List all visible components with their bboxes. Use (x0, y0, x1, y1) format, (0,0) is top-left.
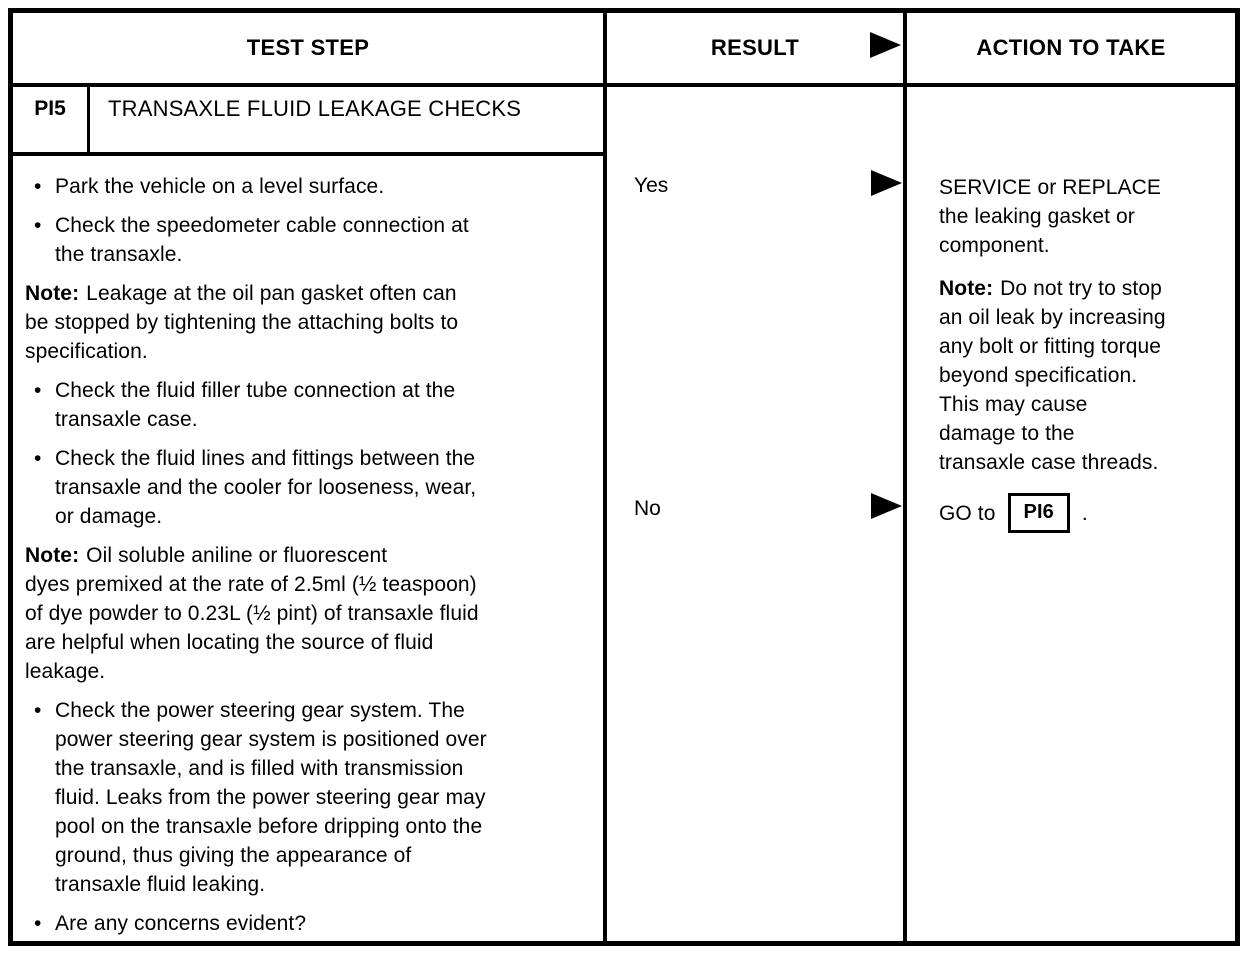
text-line: dyes premixed at the rate of 2.5ml (½ te… (25, 573, 477, 596)
note-label: Note: (25, 544, 80, 567)
text-line: or damage. (55, 505, 163, 528)
note-label: Note: (939, 277, 994, 300)
text-line: Note:Leakage at the oil pan gasket often… (25, 282, 457, 305)
text-line: power steering gear system is positioned… (55, 728, 487, 751)
text-line: Check the speedometer cable connection a… (55, 214, 469, 237)
action-service-text: SERVICE or REPLACE the leaking gasket or… (939, 173, 1225, 260)
text-line: transaxle case threads. (939, 451, 1159, 474)
result-arrow-icon (871, 169, 902, 202)
note-label: Note: (25, 282, 80, 305)
column-header-action-to-take: ACTION TO TAKE (907, 13, 1235, 87)
text-line: Check the fluid lines and fittings betwe… (55, 447, 476, 470)
bullet-item: • Park the vehicle on a level surface. (25, 172, 597, 201)
text-line: fluid. Leaks from the power steering gea… (55, 786, 486, 809)
goto-period: . (1081, 501, 1088, 525)
text-line: pool on the transaxle before dripping on… (55, 815, 483, 838)
bullet-item: • Check the fluid lines and fittings bet… (25, 444, 597, 531)
text-line: Are any concerns evident? (55, 912, 307, 935)
note-paragraph: Note:Leakage at the oil pan gasket often… (25, 279, 597, 366)
bullet-item: • Check the fluid filler tube connection… (25, 376, 597, 434)
goto-text: GO to (939, 501, 996, 525)
text-line: the transaxle, and is filled with transm… (55, 757, 464, 780)
test-id-row: PI5 TRANSAXLE FLUID LEAKAGE CHECKS (13, 87, 603, 156)
test-step-cell: PI5 TRANSAXLE FLUID LEAKAGE CHECKS • Par… (13, 87, 607, 941)
pinpoint-test-table: TEST STEP RESULT ACTION TO TAKE PI5 TRAN… (8, 8, 1240, 946)
text-line: Check the fluid filler tube connection a… (55, 379, 456, 402)
text-line: transaxle fluid leaking. (55, 873, 266, 896)
action-header-label: ACTION TO TAKE (976, 35, 1166, 60)
result-row-no: No (607, 492, 902, 525)
text-line: be stopped by tightening the attaching b… (25, 311, 459, 334)
text-line: component. (939, 234, 1050, 257)
text-line: Park the vehicle on a level surface. (55, 175, 385, 198)
text-line: SERVICE or REPLACE (939, 176, 1161, 199)
bullet-icon: • (34, 912, 42, 935)
bullet-item: • Check the speedometer cable connection… (25, 211, 597, 269)
bullet-icon: • (34, 447, 42, 470)
action-cell: SERVICE or REPLACE the leaking gasket or… (907, 87, 1235, 941)
text-line: Note:Oil soluble aniline or fluorescent (25, 544, 388, 567)
text-line: are helpful when locating the source of … (25, 631, 434, 654)
column-header-result: RESULT (607, 13, 907, 87)
result-header-label: RESULT (710, 35, 800, 60)
text-line: This may cause (939, 393, 1088, 416)
test-code: PI5 (13, 87, 90, 152)
text-line: specification. (25, 340, 148, 363)
text-line: transaxle and the cooler for looseness, … (55, 476, 477, 499)
result-row-yes: Yes (607, 169, 902, 202)
bullet-icon: • (34, 379, 42, 402)
goto-line: GO to PI6 . (939, 493, 1225, 533)
text-line: any bolt or fitting torque (939, 335, 1162, 358)
note-paragraph: Note:Oil soluble aniline or fluorescent … (25, 541, 597, 686)
text-line: leakage. (25, 660, 106, 683)
text-line: damage to the (939, 422, 1075, 445)
bullet-icon: • (34, 699, 42, 722)
bullet-icon: • (34, 214, 42, 237)
bullet-item: • Are any concerns evident? (25, 909, 597, 938)
text-line: an oil leak by increasing (939, 306, 1166, 329)
result-label: Yes (634, 173, 669, 197)
text-line: the transaxle. (55, 243, 183, 266)
test-step-header-label: TEST STEP (246, 35, 370, 60)
text-line: Check the power steering gear system. Th… (55, 699, 465, 722)
result-cell: Yes No (607, 87, 907, 941)
bullet-item: • Check the power steering gear system. … (25, 696, 597, 899)
test-step-body: • Park the vehicle on a level surface. •… (13, 156, 603, 938)
text-line: beyond specification. (939, 364, 1138, 387)
text-line: of dye powder to 0.23L (½ pint) of trans… (25, 602, 479, 625)
text-line: the leaking gasket or (939, 205, 1135, 228)
text-line: Note:Do not try to stop (939, 277, 1162, 300)
result-arrow-icon (871, 492, 902, 525)
text-line: ground, thus giving the appearance of (55, 844, 412, 867)
text-line: transaxle case. (55, 408, 198, 431)
column-header-test-step: TEST STEP (13, 13, 607, 87)
action-note-paragraph: Note:Do not try to stop an oil leak by i… (939, 274, 1225, 477)
result-arrow-icon (870, 32, 901, 64)
pi6-reference-box: PI6 (1007, 493, 1070, 533)
test-title: TRANSAXLE FLUID LEAKAGE CHECKS (108, 96, 522, 121)
result-label: No (634, 496, 661, 520)
bullet-icon: • (34, 175, 42, 198)
